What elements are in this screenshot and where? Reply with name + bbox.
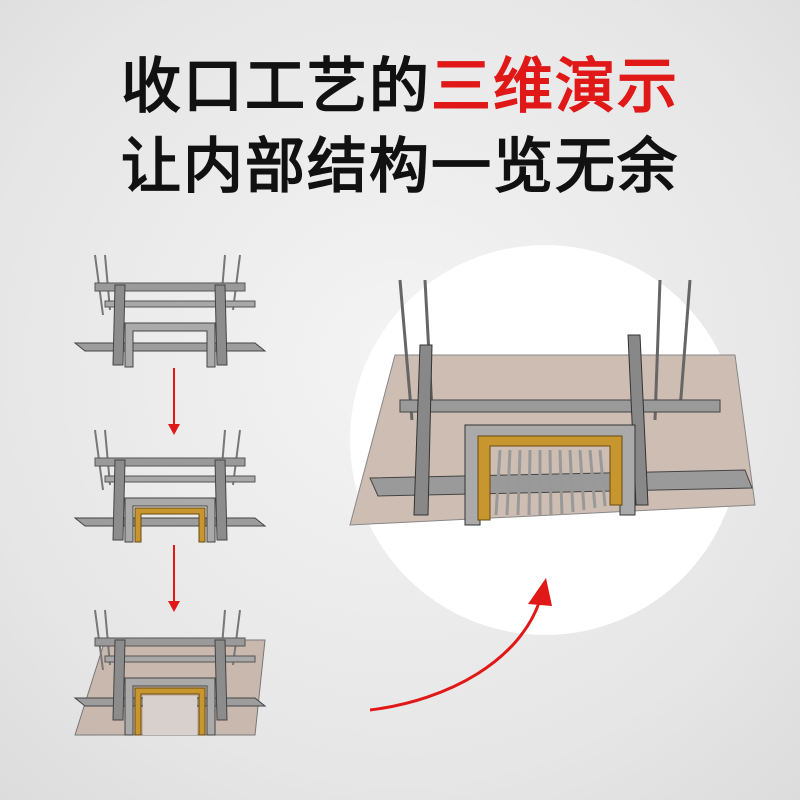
headline-black: 收口工艺的 xyxy=(121,52,431,122)
curved-arrow-icon xyxy=(369,578,552,712)
down-arrow-icon xyxy=(168,368,180,435)
headline-line-1: 收口工艺的三维演示 xyxy=(0,38,800,125)
step-1-diagram xyxy=(74,254,266,368)
step-3-diagram xyxy=(74,609,266,736)
headline-red: 三维演示 xyxy=(431,52,679,122)
down-arrow-icon xyxy=(168,545,180,612)
detail-magnified-view xyxy=(349,245,756,635)
step-2-diagram xyxy=(74,429,266,543)
headline-line-2: 让内部结构一览无余 xyxy=(121,132,679,202)
